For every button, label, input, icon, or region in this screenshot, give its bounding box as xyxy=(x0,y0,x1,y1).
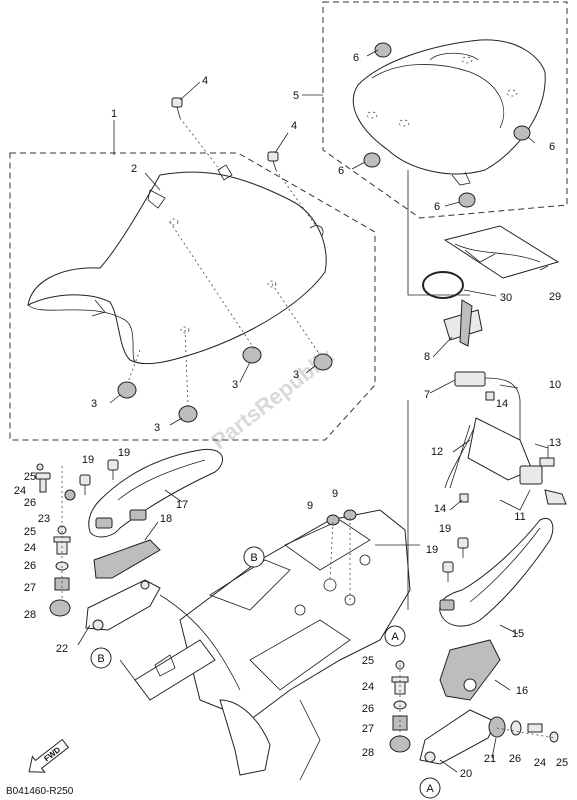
callout-28b: 28 xyxy=(362,747,374,759)
document-holder-29 xyxy=(443,225,560,279)
callout-13: 13 xyxy=(549,437,561,449)
callout-2: 2 xyxy=(131,163,137,175)
rider-seat xyxy=(27,164,327,365)
bolt-19-left xyxy=(79,459,119,495)
callout-25d: 25 xyxy=(556,757,568,769)
passenger-seat-damper-6 xyxy=(363,42,531,208)
callout-16: 16 xyxy=(516,685,528,697)
callout-14b: 14 xyxy=(434,503,446,515)
forward-arrow: FWD xyxy=(28,738,70,773)
callout-4a: 4 xyxy=(202,75,208,87)
callout-3b: 3 xyxy=(232,379,238,391)
callout-3d: 3 xyxy=(293,369,299,381)
callout-25a: 25 xyxy=(24,471,36,483)
callout-10: 10 xyxy=(549,379,561,391)
callout-25c: 25 xyxy=(362,655,374,667)
grab-bar-right xyxy=(439,518,554,627)
callout-25b: 25 xyxy=(24,526,36,538)
reference-mark-a-bottom: A xyxy=(419,777,441,799)
callout-19b: 19 xyxy=(118,447,130,459)
callout-28a: 28 xyxy=(24,609,36,621)
callout-5: 5 xyxy=(293,90,299,102)
leader-lines xyxy=(77,49,549,773)
reference-mark-b-bottom-label: B xyxy=(97,653,104,665)
callout-19c: 19 xyxy=(439,523,451,535)
callout-22: 22 xyxy=(56,643,68,655)
seat-lock-assembly xyxy=(443,299,567,505)
callout-30: 30 xyxy=(500,292,512,304)
bracket-20 xyxy=(419,709,497,765)
seat-damper-3 xyxy=(117,346,333,423)
callout-26c: 26 xyxy=(362,703,374,715)
callout-7: 7 xyxy=(424,389,430,401)
grab-bar-cover-16 xyxy=(439,639,501,701)
callout-9b: 9 xyxy=(332,488,338,500)
reference-mark-b-bottom: B xyxy=(90,647,112,669)
callout-24b: 24 xyxy=(24,542,36,554)
callout-12: 12 xyxy=(431,446,443,458)
reference-mark-b-top: B xyxy=(243,546,265,568)
callout-21: 21 xyxy=(484,753,496,765)
callout-20: 20 xyxy=(460,768,472,780)
callout-24a: 24 xyxy=(14,485,26,497)
callout-6c: 6 xyxy=(338,165,344,177)
callout-26a: 26 xyxy=(24,497,36,509)
callout-26d: 26 xyxy=(509,753,521,765)
callout-24c: 24 xyxy=(362,681,374,693)
callout-29: 29 xyxy=(549,291,561,303)
rear-subframe xyxy=(119,509,411,781)
callout-18: 18 xyxy=(160,513,172,525)
callout-19d: 19 xyxy=(426,544,438,556)
left-hardware-stack xyxy=(35,463,76,617)
callout-6d: 6 xyxy=(434,201,440,213)
reference-mark-a-bottom-label: A xyxy=(426,783,434,795)
callout-19a: 19 xyxy=(82,454,94,466)
reference-mark-a-top-label: A xyxy=(391,631,399,643)
callout-6a: 6 xyxy=(353,52,359,64)
callout-11: 11 xyxy=(514,511,525,523)
callout-14a: 14 xyxy=(496,398,508,410)
callout-27a: 27 xyxy=(24,582,36,594)
callout-23: 23 xyxy=(38,513,50,525)
reference-mark-a-top: A xyxy=(384,625,406,647)
callout-6b: 6 xyxy=(549,141,555,153)
passenger-seat xyxy=(352,39,546,186)
passenger-seat-group-box xyxy=(322,1,568,219)
callout-15: 15 xyxy=(512,628,524,640)
bolt-4 xyxy=(171,97,317,227)
callout-labels: 1 2 4 4 5 6 6 6 6 3 3 3 3 29 30 8 7 10 1… xyxy=(14,52,568,780)
callout-17: 17 xyxy=(176,499,188,511)
callout-27b: 27 xyxy=(362,723,374,735)
callout-4b: 4 xyxy=(291,120,297,132)
callout-3a: 3 xyxy=(91,398,97,410)
callout-1: 1 xyxy=(111,108,117,120)
callout-3c: 3 xyxy=(154,422,160,434)
callout-24d: 24 xyxy=(534,757,546,769)
diagram-code: B041460-R250 xyxy=(6,786,74,797)
grab-bar-cover-18 xyxy=(93,539,161,579)
callout-26b: 26 xyxy=(24,560,36,572)
callout-9a: 9 xyxy=(307,500,313,512)
callout-8: 8 xyxy=(424,351,430,363)
bracket-22 xyxy=(85,579,161,631)
seal-30 xyxy=(422,271,464,299)
bolt-19-right xyxy=(442,537,469,582)
reference-mark-b-top-label: B xyxy=(250,552,257,564)
grab-bar-left xyxy=(88,448,224,538)
